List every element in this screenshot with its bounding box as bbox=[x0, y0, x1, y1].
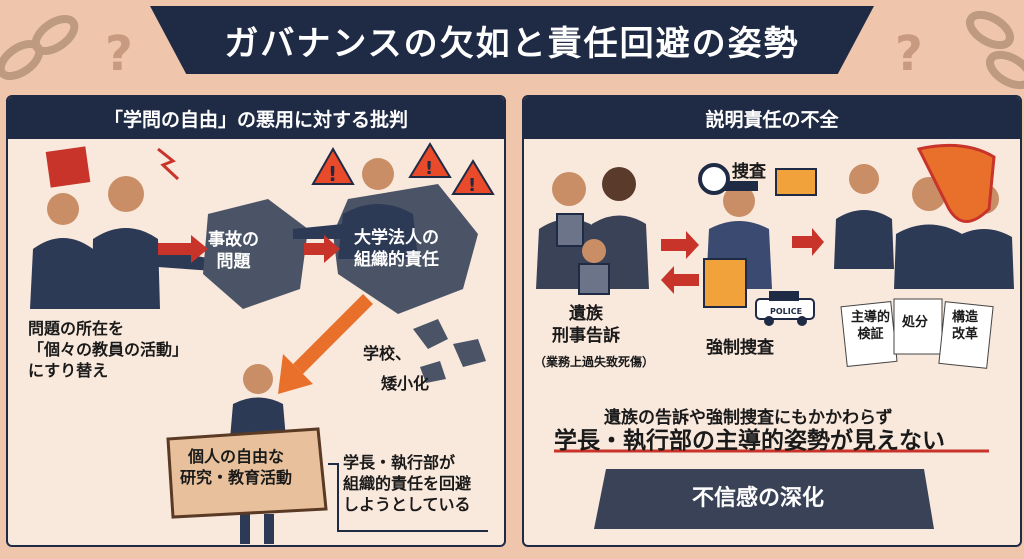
magnifier-icon bbox=[698, 163, 730, 195]
teacher-figure-icon bbox=[230, 364, 286, 544]
svg-text:!: ! bbox=[425, 158, 433, 179]
police-car-icon: POLICE bbox=[755, 291, 815, 326]
right-panel: 説明責任の不全 POLICE bbox=[522, 95, 1022, 547]
paper-structural-reform: 構造 改革 bbox=[952, 310, 979, 342]
family-label: 遺族刑事告訴 bbox=[552, 304, 620, 347]
arrow-icon bbox=[278, 354, 313, 394]
forced-investigation-label: 強制捜査 bbox=[706, 338, 774, 358]
arrow-icon bbox=[191, 235, 208, 263]
arrow-icon bbox=[661, 231, 699, 259]
svg-text:!: ! bbox=[328, 162, 337, 186]
statement-line-2: 学長・執行部の主導的姿勢が見えない bbox=[554, 428, 945, 454]
executive-figure-icon bbox=[834, 164, 1014, 289]
left-panel-heading: 「学問の自由」の悪用に対する批判 bbox=[8, 97, 504, 139]
paper-icon bbox=[938, 301, 994, 369]
paper-leading-review: 主導的 検証 bbox=[851, 310, 891, 342]
statement-line-1: 遺族の告訴や強制捜査にもかかわらず bbox=[604, 408, 893, 428]
paper-icon bbox=[893, 298, 943, 355]
rock-fragment-icon bbox=[413, 319, 448, 349]
left-panel: 「学問の自由」の悪用に対する批判 ! ! ! bbox=[6, 95, 506, 547]
question-mark-icon: ? bbox=[105, 26, 133, 82]
paper-discipline: 処分 bbox=[902, 315, 929, 330]
warning-icon: ! ! ! bbox=[45, 142, 495, 196]
shift-text: 問題の所在を「個々の教員の活動」にすり替え bbox=[28, 319, 189, 380]
left-illustration: ! ! ! bbox=[30, 142, 495, 544]
official-figure-icon bbox=[293, 158, 418, 259]
rock-fragment-icon bbox=[420, 361, 446, 383]
svg-text:!: ! bbox=[468, 175, 476, 196]
rock-fragment-icon bbox=[453, 339, 486, 367]
arrow-icon bbox=[324, 235, 340, 263]
svg-text:POLICE: POLICE bbox=[770, 307, 802, 316]
arrow-icon bbox=[792, 228, 824, 256]
evasion-text: 学長・執行部が組織的責任を回避しようとしている bbox=[343, 453, 472, 514]
right-illustration: POLICE bbox=[536, 143, 1014, 529]
question-mark-icon: ? bbox=[895, 26, 923, 82]
distrust-banner bbox=[594, 469, 934, 529]
shield-icon bbox=[916, 143, 996, 223]
document-icon bbox=[703, 258, 747, 308]
distrust-label: 不信感の深化 bbox=[692, 486, 825, 511]
rock-accident-label: 事故の問題 bbox=[208, 230, 259, 273]
title-banner: ガバナンスの欠如と責任回避の姿勢 bbox=[150, 6, 874, 74]
sign-text: 個人の自由な研究・教育活動 bbox=[180, 447, 293, 487]
rock-responsibility-label: 大学法人の組織的責任 bbox=[354, 228, 439, 271]
investigation-label: 捜査 bbox=[732, 162, 766, 182]
rock-icon bbox=[203, 199, 308, 309]
arrow-icon bbox=[661, 266, 699, 294]
right-panel-heading: 説明責任の不全 bbox=[524, 97, 1020, 139]
official-figure-icon bbox=[30, 176, 213, 309]
family-sublabel: （業務上過失致死傷） bbox=[534, 355, 655, 369]
page-title: ガバナンスの欠如と責任回避の姿勢 bbox=[224, 23, 800, 64]
shrink-text: 学校、矮小化 bbox=[363, 344, 430, 394]
family-figure-icon bbox=[536, 167, 649, 295]
sign-board bbox=[166, 427, 328, 519]
